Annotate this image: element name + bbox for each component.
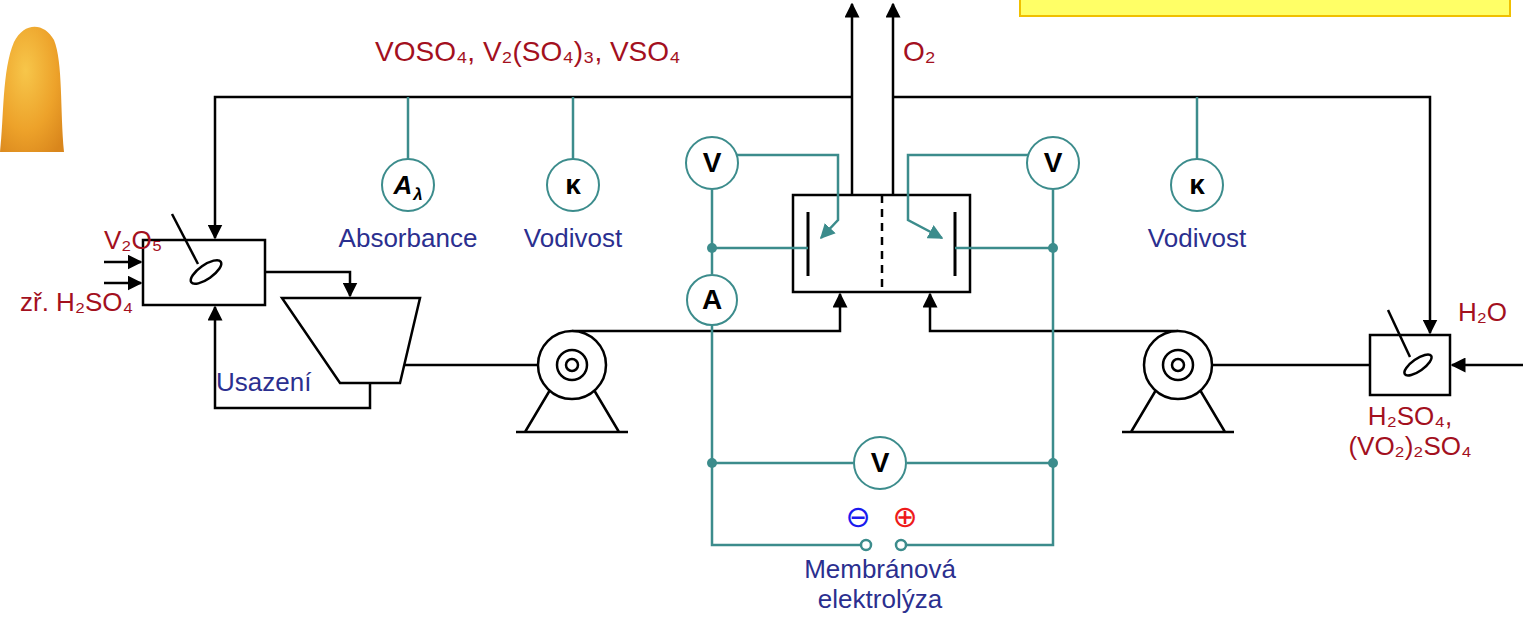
pump-symbol-part <box>516 390 628 432</box>
feed-label: H₂O <box>1458 298 1507 328</box>
process-pipe-part <box>404 364 538 367</box>
mixing-tank-part <box>1388 310 1410 357</box>
instrument-caption: Vodivost <box>1148 224 1246 254</box>
tank-content: H₂SO₄, (VO₂)₂SO₄ <box>1335 402 1485 462</box>
meter-circle: κ <box>1170 158 1224 212</box>
process-pipe-part <box>1452 364 1523 367</box>
meter-symbol: Aλ <box>393 171 422 200</box>
powder-picture <box>0 27 64 152</box>
meter-symbol: κ <box>565 170 581 201</box>
pump-symbol-part <box>1172 359 1184 371</box>
process-pipe-part <box>892 4 895 195</box>
feed-label: zř. H₂SO₄ <box>20 288 133 318</box>
process-pipe-part <box>215 97 852 238</box>
pole-sign: ⊖ <box>845 500 870 535</box>
gas-label: O₂ <box>903 36 936 68</box>
measuring-wire <box>712 326 853 463</box>
meter-symbol: V <box>1044 148 1063 179</box>
mixing-tank-part <box>1401 351 1434 379</box>
meter-letter: κ <box>1189 170 1205 201</box>
feed-label: V₂O₅ <box>104 226 162 256</box>
mixing-tank-part <box>1370 335 1450 395</box>
pole-sign: ⊕ <box>892 500 917 535</box>
junction-dot <box>707 243 1058 468</box>
measuring-wire-part <box>955 247 1053 250</box>
process-pipe-part <box>104 282 141 285</box>
note-box <box>1020 0 1510 16</box>
pump-symbol-part <box>566 359 578 371</box>
mixing-tank-part <box>187 256 225 288</box>
unit-caption: Usazení <box>216 368 311 398</box>
measuring-wire <box>711 190 714 274</box>
note-box-part <box>1020 0 1510 16</box>
meter-symbol: κ <box>1189 170 1205 201</box>
mixing-tank-part <box>172 214 198 264</box>
meter-circle: V <box>685 136 739 190</box>
electrolyser-cell-part <box>807 212 810 276</box>
meter-circle: κ <box>546 158 600 212</box>
meter-letter: V <box>871 448 890 479</box>
measuring-wire-part <box>896 540 906 550</box>
meter-symbol: V <box>703 148 722 179</box>
meter-circle: A <box>686 274 738 326</box>
meter-letter: λ <box>413 186 422 205</box>
meter-letter: A <box>393 171 412 200</box>
pump-symbol-part <box>1163 350 1193 380</box>
measuring-wire-part <box>572 97 575 160</box>
process-pipe <box>104 4 1523 408</box>
instrument-caption: Vodivost <box>524 224 622 254</box>
meter-circle: V <box>1026 136 1080 190</box>
powder-picture-part <box>0 27 64 152</box>
meter-letter: κ <box>565 170 581 201</box>
electrolyser-cell-part <box>954 212 957 276</box>
instrument-caption: Absorbance <box>339 224 478 254</box>
measuring-wire-part <box>735 155 838 238</box>
pump-symbol-part <box>1144 331 1212 399</box>
meter-circle: Aλ <box>381 158 435 212</box>
meter-letter: V <box>703 148 722 179</box>
process-pipe-part <box>893 97 1430 333</box>
measuring-wire <box>408 97 1197 550</box>
process-pipe-part <box>851 4 854 195</box>
measuring-wire <box>907 190 1053 463</box>
meter-symbol: V <box>871 448 890 479</box>
unit-caption: Membránová elektrolýza <box>775 555 985 615</box>
pump-symbol <box>516 331 1234 432</box>
meter-symbol: A <box>702 285 722 316</box>
electrolyser-cell <box>793 195 970 292</box>
meter-circle: V <box>853 436 907 490</box>
measuring-wire-part <box>712 247 808 250</box>
measuring-wire-part <box>906 463 1053 545</box>
measuring-wire-part <box>861 540 871 550</box>
process-pipe-part <box>104 261 141 264</box>
process-pipe-part <box>265 272 350 296</box>
measuring-wire-part <box>1196 97 1199 160</box>
electrolyser-cell-part <box>881 195 884 292</box>
measuring-wire-part <box>908 155 1030 238</box>
meter-letter: A <box>702 285 722 316</box>
pump-symbol-part <box>557 350 587 380</box>
process-pipe-part <box>1212 364 1370 367</box>
meter-letter: V <box>1044 148 1063 179</box>
pump-symbol-part <box>538 331 606 399</box>
measuring-wire-part <box>712 463 861 545</box>
measuring-wire-part <box>407 97 410 160</box>
electrolyser-cell-part <box>793 195 970 292</box>
pump-symbol-part <box>1122 390 1234 432</box>
stream-label: VOSO₄, V₂(SO₄)₃, VSO₄ <box>375 36 681 68</box>
